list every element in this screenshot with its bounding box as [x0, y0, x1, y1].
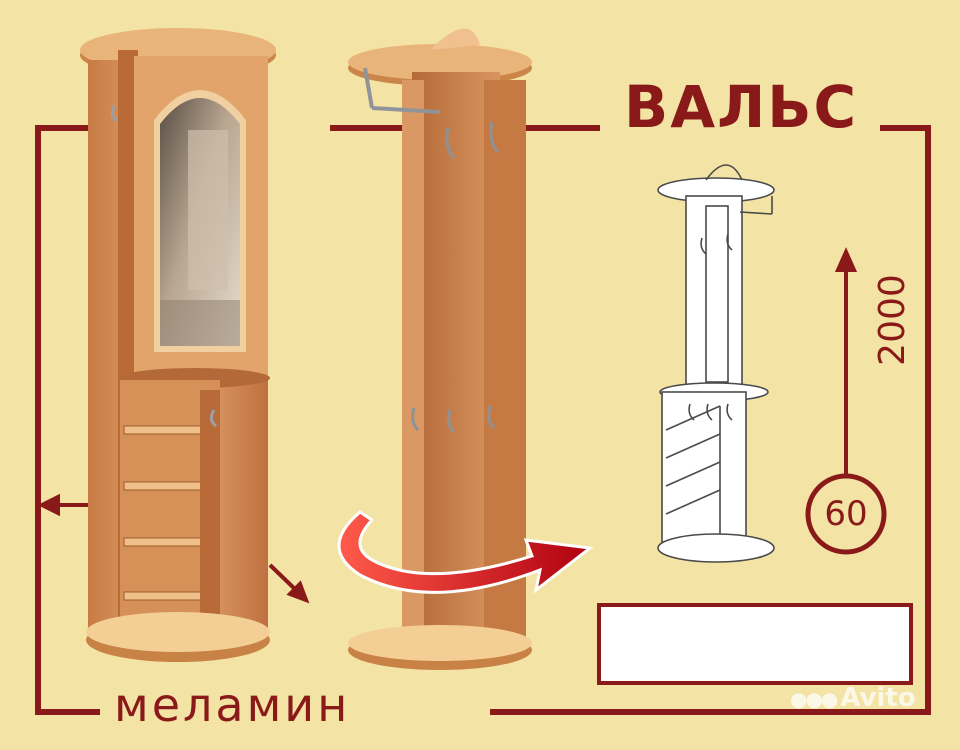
- cabinet-wireframe: [657, 164, 775, 563]
- left-arrow-icon: [37, 493, 92, 517]
- avito-watermark: ●●●Avito: [790, 683, 916, 713]
- height-dimension-label: 2000: [872, 274, 913, 366]
- material-label: меламин: [100, 680, 365, 731]
- watermark-text: Avito: [840, 683, 916, 713]
- blank-label-box: [597, 603, 913, 685]
- product-title: ВАЛЬС: [612, 78, 871, 136]
- diagonal-arrow-icon: [268, 563, 310, 604]
- depth-dimension-label: 60: [824, 494, 868, 534]
- cabinet-front-view: [80, 28, 276, 662]
- rotation-arrow-icon: [337, 510, 594, 594]
- avito-logo-icon: ●●●: [790, 687, 838, 711]
- depth-circle: [805, 473, 887, 555]
- cabinet-rotated-view: [348, 28, 532, 670]
- height-dimension-arrow: [834, 247, 858, 478]
